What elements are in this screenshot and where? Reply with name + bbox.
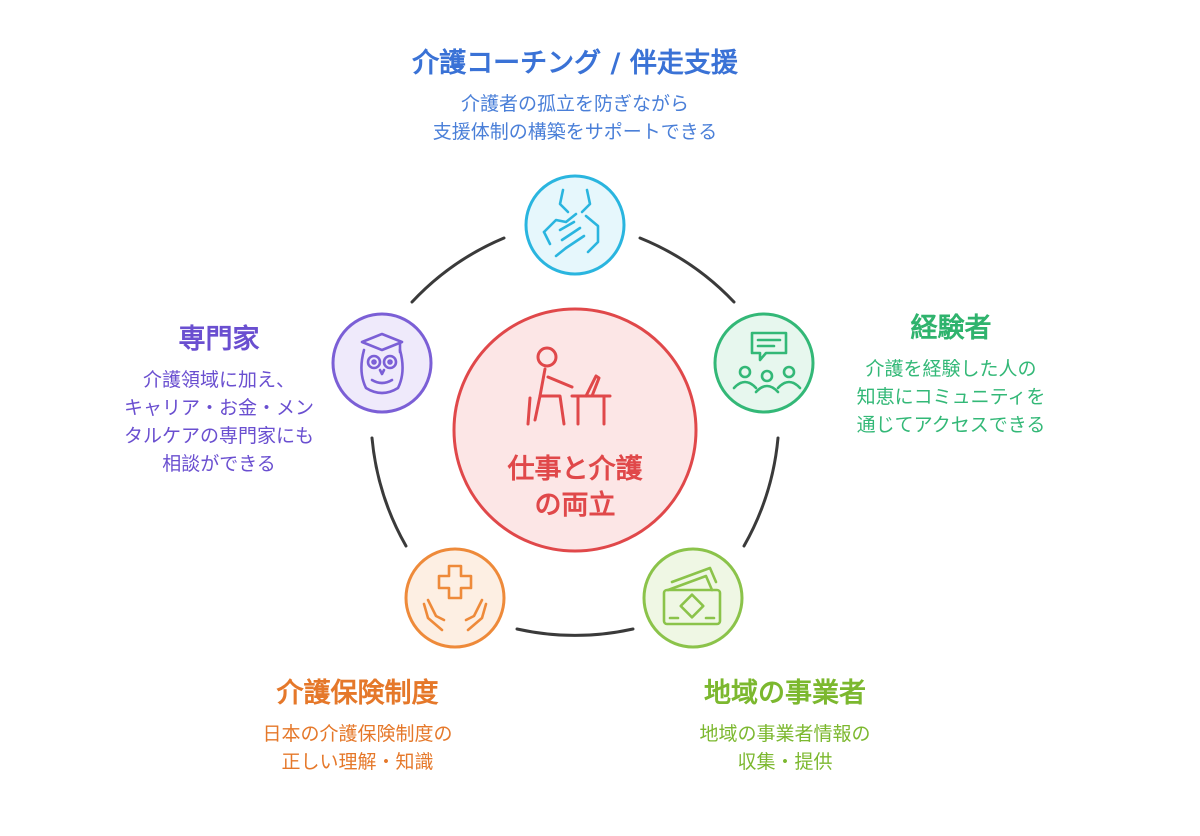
center-circle [452,307,698,553]
desc-line: 介護者の孤立を防ぎながら [460,93,689,115]
node-desc: 日本の介護保険制度の 正しい理解・知識 [225,720,490,776]
center-title: 仕事と介護 の両立 [495,452,655,524]
desc-line: 正しい理解・知識 [281,751,434,773]
desc-line: 通じてアクセスできる [856,414,1046,436]
node-local-business [642,547,744,649]
label-insurance: 介護保険制度 日本の介護保険制度の 正しい理解・知識 [225,676,490,776]
node-desc: 介護領域に加え、 キャリア・お金・メン タルケアの専門家にも 相談ができる [88,366,350,478]
node-expert [331,312,433,414]
community-chat-icon [732,331,802,394]
center-title-line1: 仕事と介護 [507,454,643,485]
node-experienced [713,312,815,414]
desc-line: キャリア・お金・メン [123,397,314,419]
desc-line: 介護領域に加え、 [142,369,295,391]
ring-arc-bottom [515,627,635,637]
owl-graduate-icon [360,332,404,395]
desc-line: 知恵にコミュニティを [856,386,1046,408]
node-desc: 介護を経験した人の 知恵にコミュニティを 通じてアクセスできる [816,355,1086,439]
person-working-at-desk-icon [526,346,612,426]
ring-arc-left [370,436,408,548]
center-node [452,307,698,553]
ring-arc-top-left [410,236,506,304]
node-desc: 介護者の孤立を防ぎながら 支援体制の構築をサポートできる [335,90,815,146]
desc-line: 日本の介護保険制度の [262,723,453,745]
label-experienced: 経験者 介護を経験した人の 知恵にコミュニティを 通じてアクセスできる [816,311,1086,439]
node-desc: 地域の事業者情報の 収集・提供 [660,720,910,776]
center-title-line2: の両立 [534,490,616,521]
node-title: 地域の事業者 [704,678,866,709]
helping-hands-icon [542,188,600,258]
node-title: 専門家 [178,324,260,355]
desc-line: 介護を経験した人の [865,358,1037,380]
node-title: 介護保険制度 [276,678,439,709]
node-title: 経験者 [910,313,992,344]
desc-line: 支援体制の構築をサポートできる [432,121,718,143]
ring-arc-top-right [638,236,736,304]
label-coaching: 介護コーチング / 伴走支援 介護者の孤立を防ぎながら 支援体制の構築をサポート… [335,46,815,146]
desc-line: 相談ができる [162,453,276,475]
label-local-business: 地域の事業者 地域の事業者情報の 収集・提供 [660,676,910,776]
desc-line: 収集・提供 [737,751,833,773]
cards-icon [662,566,722,626]
node-title: 介護コーチング / 伴走支援 [412,48,738,79]
node-insurance [404,547,506,649]
ring-arc-right [742,436,780,548]
desc-line: タルケアの専門家にも [123,425,314,447]
desc-line: 地域の事業者情報の [699,723,871,745]
medical-cross-hands-icon [422,564,488,632]
label-expert: 専門家 介護領域に加え、 キャリア・お金・メン タルケアの専門家にも 相談ができ… [88,322,350,478]
connecting-ring [370,236,780,637]
node-coaching [524,174,626,276]
